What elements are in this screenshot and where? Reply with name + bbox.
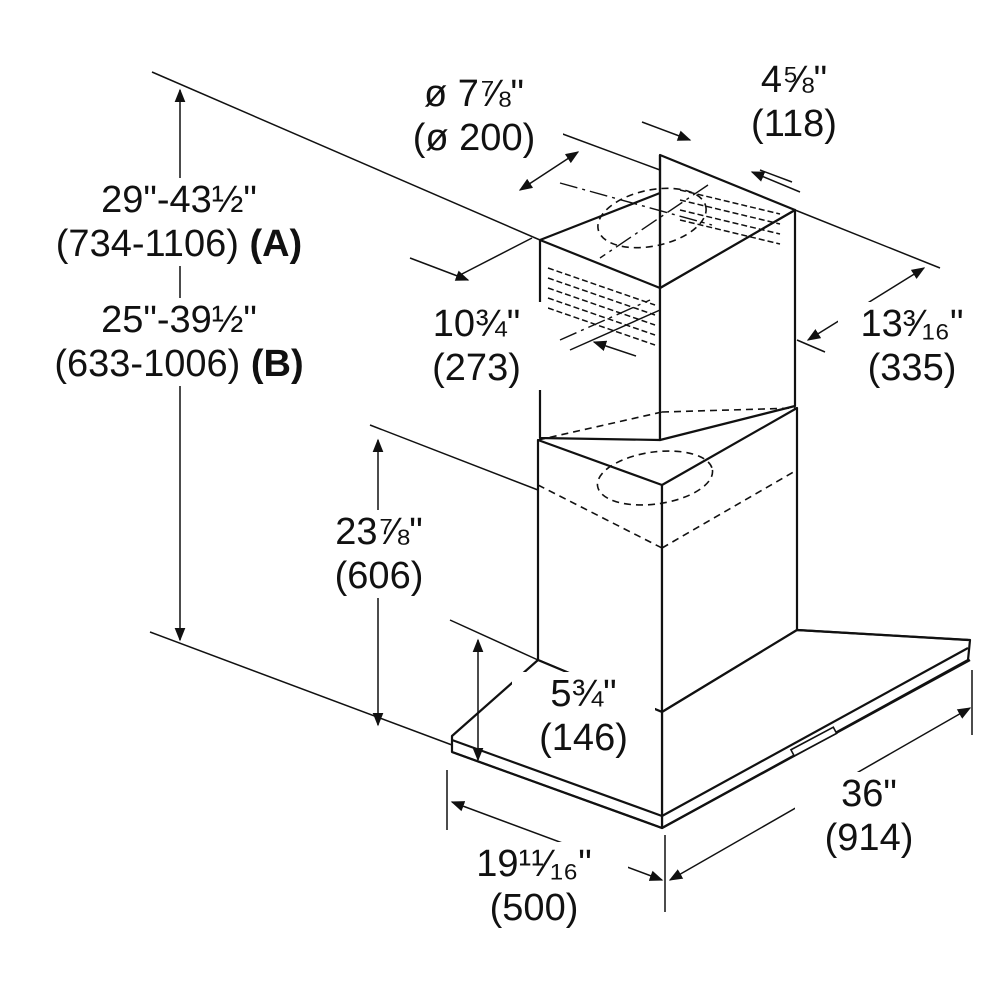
chimney-offset-metric: (118) <box>751 103 837 145</box>
chimney-depth-metric: (335) <box>867 347 957 389</box>
chimney-depth-imperial: 13³⁄₁₆" <box>860 303 964 345</box>
chimney-width-metric: (273) <box>432 347 521 389</box>
chimney-width-label: 10¾" (273) <box>405 302 548 390</box>
height-b-tag: (B) <box>250 343 304 385</box>
lower-chimney-height-metric: (606) <box>334 555 424 597</box>
center-lines <box>559 182 713 341</box>
height-b-metric: (633-1006) <box>54 343 241 385</box>
chimney-offset-imperial: 4⅝" <box>760 59 828 101</box>
height-b-imperial: 25"-39½" <box>101 299 257 341</box>
canopy-height-imperial: 5¾" <box>550 673 617 715</box>
duct-diameter-label: ø 7⅞" (ø 200) <box>385 72 563 160</box>
hood-width-imperial: 36" <box>841 773 897 815</box>
hood-depth-imperial: 19¹¹⁄₁₆" <box>476 843 592 885</box>
height-b-label: 25"-39½" (633-1006) (B) <box>20 298 338 386</box>
hood-depth-label: 19¹¹⁄₁₆" (500) <box>440 842 628 930</box>
height-a-tag: (A) <box>249 223 303 265</box>
hidden-lines <box>537 187 798 549</box>
duct-diameter-imperial: ø 7⅞" <box>423 73 525 115</box>
chimney-depth-label: 13³⁄₁₆" (335) <box>838 302 986 390</box>
lower-chimney-height-label: 23⅞" (606) <box>305 510 453 598</box>
canopy-height-label: 5¾" (146) <box>512 672 655 760</box>
hood-depth-metric: (500) <box>489 887 579 929</box>
chimney-width-imperial: 10¾" <box>432 303 521 345</box>
canopy-height-metric: (146) <box>539 717 628 759</box>
vent-slots <box>547 189 781 346</box>
lower-chimney-height-imperial: 23⅞" <box>335 511 423 553</box>
chimney-offset-label: 4⅝" (118) <box>725 58 863 146</box>
height-a-metric: (734-1106) <box>55 223 239 265</box>
height-a-label: 29"-43½" (734-1106) (A) <box>20 178 338 266</box>
hood-width-metric: (914) <box>824 817 914 859</box>
height-a-imperial: 29"-43½" <box>101 179 257 221</box>
duct-diameter-metric: (ø 200) <box>412 117 536 159</box>
hood-width-label: 36" (914) <box>795 772 943 860</box>
